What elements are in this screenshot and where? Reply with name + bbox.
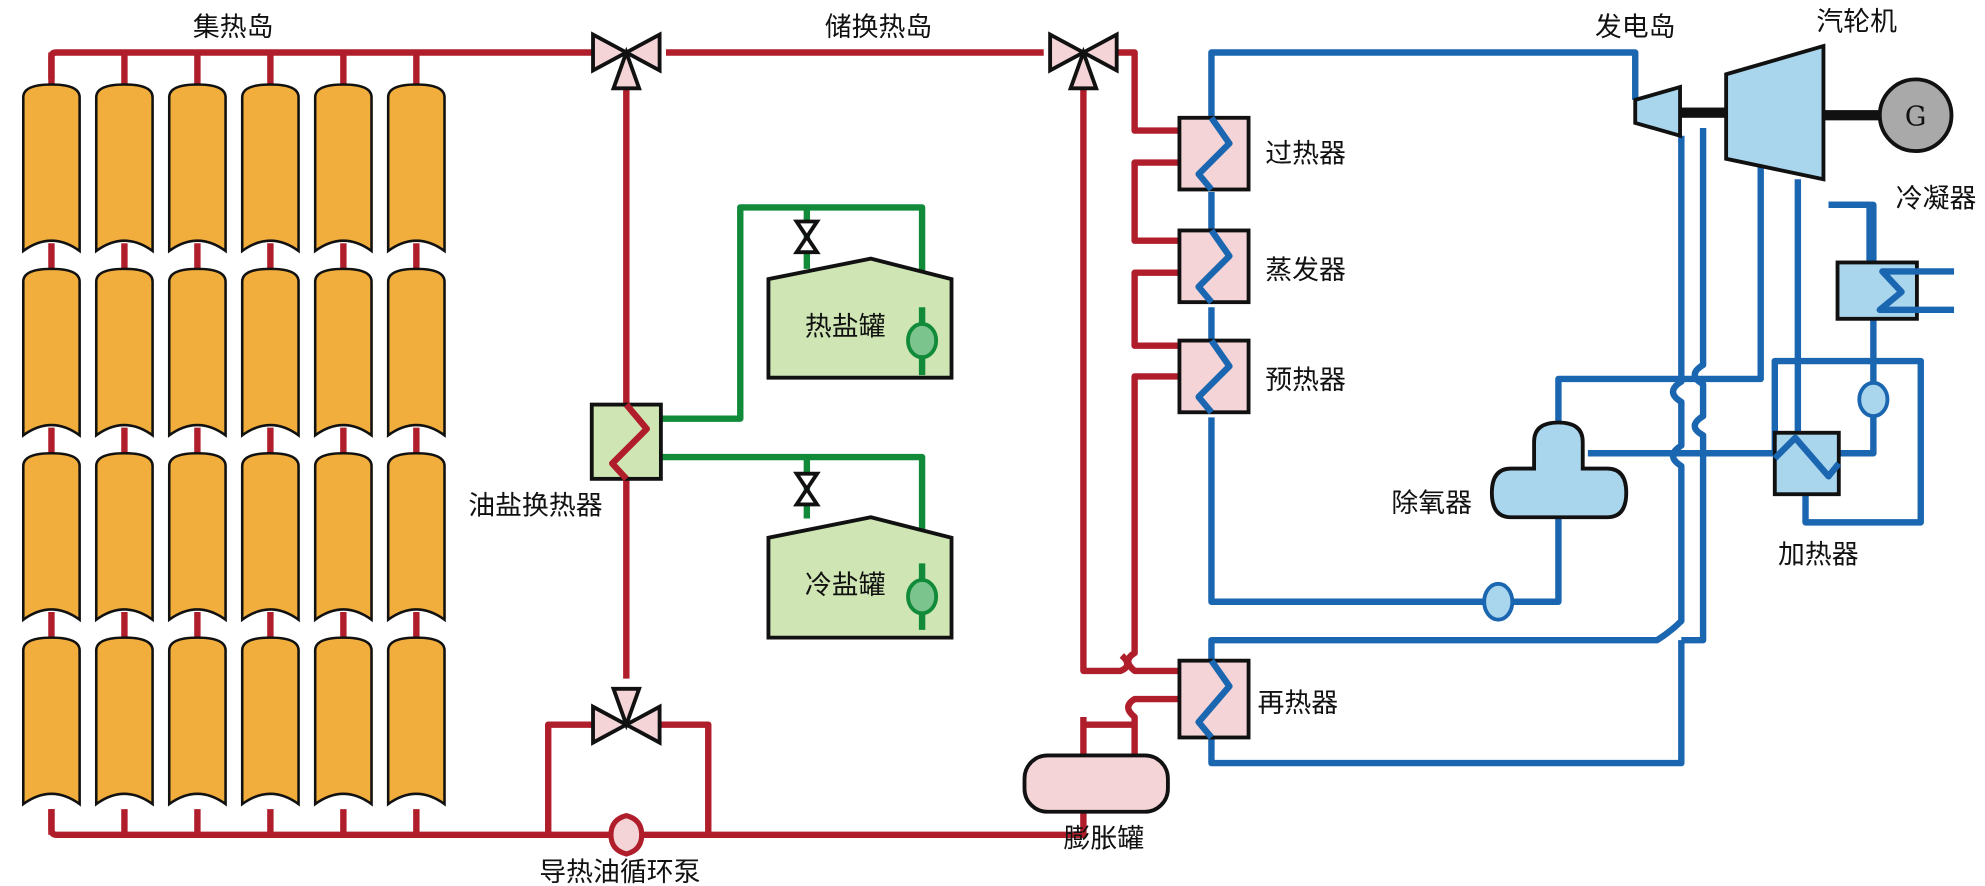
parabolic-trough-collector <box>94 451 154 623</box>
oil-line-to-hx <box>1116 49 1179 675</box>
oil-supply-header <box>48 49 594 80</box>
parabolic-trough-collector <box>313 451 373 623</box>
parabolic-trough-collector <box>21 267 81 438</box>
expansion-tank-label: 膨胀罐 <box>1064 824 1145 855</box>
evaporator-label: 蒸发器 <box>1265 255 1346 286</box>
turbine-extraction-2 <box>1587 179 1802 457</box>
parabolic-trough-collector <box>240 267 300 438</box>
three-way-valve-icon[interactable] <box>591 31 662 91</box>
superheater <box>1177 115 1251 192</box>
oil-line-valve2-down <box>1080 87 1131 675</box>
parabolic-trough-collector <box>313 636 373 807</box>
parabolic-trough-collector <box>386 636 446 807</box>
turbine-to-condenser <box>1828 201 1873 263</box>
hp-turbine <box>1633 84 1682 139</box>
three-way-valve-icon[interactable] <box>591 686 662 746</box>
oil-salt-heat-exchanger <box>589 402 663 481</box>
parabolic-trough-collector <box>21 83 81 254</box>
oil-hx-coil <box>609 402 651 482</box>
turbine-label: 汽轮机 <box>1816 7 1897 38</box>
hot-salt-tank <box>766 256 954 380</box>
parabolic-trough-collector <box>240 451 300 623</box>
reheater <box>1177 658 1251 740</box>
oil-line-reheater-out <box>1083 695 1179 756</box>
steam-main <box>1208 49 1639 126</box>
parabolic-trough-collector <box>240 83 300 254</box>
preheater-label: 预热器 <box>1265 365 1346 396</box>
turbine-extraction-1 <box>1555 158 1764 423</box>
parabolic-trough-collector <box>167 267 227 438</box>
salt-valve-icon[interactable] <box>793 219 821 255</box>
preheater <box>1177 338 1251 415</box>
evaporator <box>1177 228 1251 305</box>
generator <box>1877 77 1954 154</box>
parabolic-trough-collector <box>167 451 227 623</box>
parabolic-trough-collector <box>167 636 227 807</box>
hot-salt-tank-label: 热盐罐 <box>805 311 886 342</box>
heater-label: 加热器 <box>1778 539 1859 570</box>
collector-field <box>21 52 446 835</box>
parabolic-trough-collector <box>94 83 154 254</box>
parabolic-trough-collector <box>386 451 446 623</box>
cooling-water-coil <box>1876 268 1955 314</box>
oil-pump-label: 导热油循环泵 <box>539 857 700 886</box>
generator-shaft <box>1823 110 1883 121</box>
parabolic-trough-collector <box>386 267 446 438</box>
parabolic-trough-collector <box>313 267 373 438</box>
superheater-label: 过热器 <box>1265 139 1346 170</box>
oil-pump-bypass <box>545 721 712 835</box>
condensate-pump-icon[interactable] <box>1857 380 1890 419</box>
parabolic-trough-collector <box>240 636 300 807</box>
feedwater-heater <box>1772 430 1841 497</box>
parabolic-trough-collector <box>167 83 227 254</box>
condenser-label: 冷凝器 <box>1896 183 1977 214</box>
salt-valve-icon[interactable] <box>793 471 821 507</box>
reheat-out <box>1681 128 1707 644</box>
parabolic-trough-collector <box>386 83 446 254</box>
oil-return-header <box>48 716 1087 838</box>
parabolic-trough-collector <box>94 267 154 438</box>
lp-turbine <box>1724 43 1826 182</box>
parabolic-trough-collector <box>21 636 81 807</box>
parabolic-trough-collector <box>313 83 373 254</box>
deaerator-label: 除氧器 <box>1391 488 1472 519</box>
oil-salt-hx-label: 油盐换热器 <box>468 491 603 522</box>
reheater-label: 再热器 <box>1258 688 1339 719</box>
storage-island-label: 储换热岛 <box>825 12 933 43</box>
feed-pump-icon[interactable] <box>1482 581 1515 622</box>
power-island-label: 发电岛 <box>1595 12 1676 43</box>
turbine-shaft <box>1680 107 1727 118</box>
deaerator <box>1489 420 1629 520</box>
parabolic-trough-collector <box>21 451 81 623</box>
three-way-valve-icon[interactable] <box>1048 31 1119 91</box>
heater-coil <box>1772 434 1842 480</box>
heater-loop <box>1771 201 1924 526</box>
parabolic-trough-collector <box>94 636 154 807</box>
expansion-tank <box>1022 753 1170 814</box>
salt-line-hot <box>660 204 926 422</box>
cold-salt-tank <box>766 515 954 640</box>
collector-island-label: 集热岛 <box>193 12 274 43</box>
cold-salt-pump-icon[interactable] <box>906 578 939 616</box>
reheat-loop <box>1208 135 1685 767</box>
hot-salt-pump-icon[interactable] <box>906 322 939 360</box>
generator-label: G <box>1905 101 1926 132</box>
oil-pump-icon[interactable] <box>608 812 645 857</box>
cold-salt-tank-label: 冷盐罐 <box>805 570 886 601</box>
